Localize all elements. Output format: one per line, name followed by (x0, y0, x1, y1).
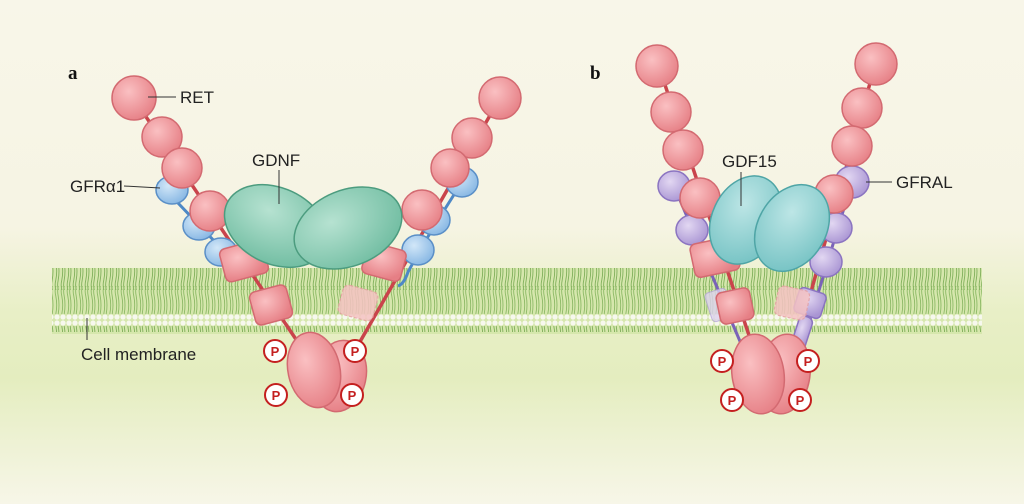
svg-text:P: P (271, 344, 280, 359)
phosphate-group: P (720, 388, 744, 412)
svg-text:P: P (348, 388, 357, 403)
ret-domain (841, 87, 883, 129)
gfra1-leader-line (123, 185, 161, 189)
ret-transmembrane-box (248, 284, 294, 326)
ret-domain (161, 147, 203, 189)
ret-domain (635, 44, 679, 88)
phosphate-group: P (710, 349, 734, 373)
phosphate-group: P (340, 383, 364, 407)
svg-text:P: P (804, 354, 813, 369)
panel-b-letter: b (590, 63, 601, 84)
gdf15-dimer (708, 175, 831, 273)
phosphate-group: P (263, 339, 287, 363)
panel-b: b (590, 42, 953, 415)
svg-text:P: P (351, 344, 360, 359)
panel-a: a (68, 63, 522, 413)
ret-right (773, 42, 898, 321)
phosphate-group: P (796, 349, 820, 373)
svg-text:P: P (796, 393, 805, 408)
gdf15-monomer (753, 183, 831, 273)
ret-domain (650, 91, 692, 133)
ret-domain (854, 42, 898, 86)
label-gfra1: GFRα1 (70, 177, 125, 196)
svg-text:P: P (718, 354, 727, 369)
gfra1-domain (401, 234, 435, 266)
phosphate-group: P (788, 388, 812, 412)
gfral-domain (809, 246, 843, 278)
label-gfral: GFRAL (896, 173, 953, 192)
ret-domain (478, 76, 522, 120)
gdnf-monomer (293, 186, 403, 270)
phosphate-group: P (264, 383, 288, 407)
svg-text:P: P (272, 388, 281, 403)
cell-membrane (52, 268, 982, 334)
label-cell-membrane: Cell membrane (81, 345, 196, 364)
ret-domain (831, 125, 873, 167)
label-gdf15: GDF15 (722, 152, 777, 171)
panel-a-letter: a (68, 63, 78, 84)
ret-domain (662, 129, 704, 171)
ret-transmembrane-box (773, 285, 811, 321)
ret-transmembrane-box (337, 284, 379, 322)
ret-domain (141, 116, 183, 158)
svg-text:P: P (728, 393, 737, 408)
ret-kinase-domain (730, 333, 786, 415)
phosphate-group: P (343, 339, 367, 363)
label-gdnf: GDNF (252, 151, 300, 170)
ret-domain (430, 148, 470, 188)
ret-domain (451, 117, 493, 159)
ret-domain (111, 75, 157, 121)
ret-kinase-domain (286, 331, 342, 409)
ret-transmembrane-box (715, 287, 755, 325)
gfral-domain (675, 214, 709, 246)
gdnf-dimer (223, 183, 403, 270)
ret-domain (401, 189, 443, 231)
label-ret: RET (180, 88, 214, 107)
